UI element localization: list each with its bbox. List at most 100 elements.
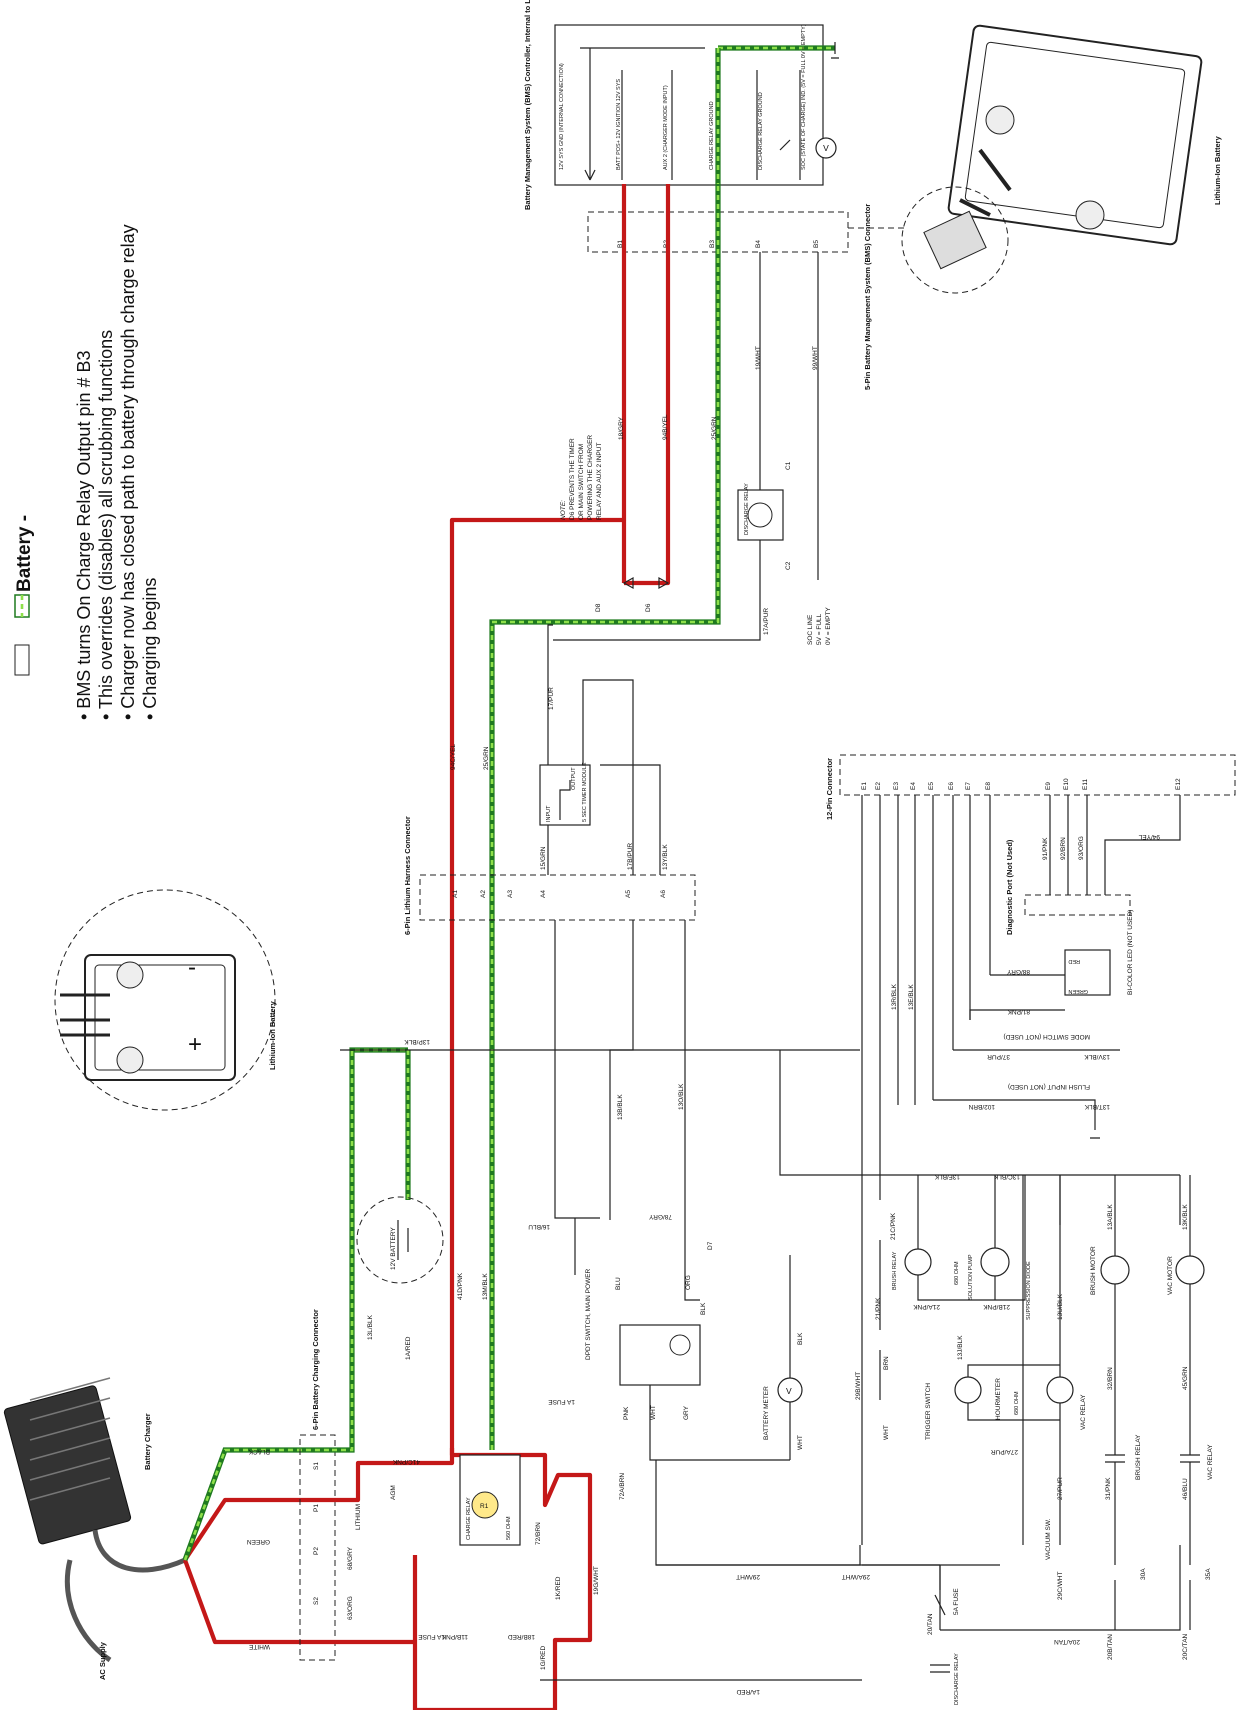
svg-text:91/PNK: 91/PNK bbox=[1042, 837, 1049, 860]
svg-text:1A/RED: 1A/RED bbox=[405, 1336, 412, 1360]
svg-text:11B/PNK: 11B/PNK bbox=[441, 1633, 468, 1640]
svg-text:S1: S1 bbox=[313, 1462, 320, 1470]
legend-battery-neg-label: Battery - bbox=[14, 515, 35, 592]
svg-text:19G/WHT: 19G/WHT bbox=[593, 1566, 600, 1595]
vac-relay-coil-icon bbox=[1046, 1376, 1074, 1404]
svg-text:21C/PNK: 21C/PNK bbox=[890, 1212, 897, 1240]
svg-text:5V = FULL: 5V = FULL bbox=[816, 613, 823, 645]
diagnostic-port bbox=[1024, 894, 1131, 916]
svg-text:DPDT SWITCH, MAIN POWER: DPDT SWITCH, MAIN POWER bbox=[585, 1268, 592, 1360]
svg-text:AGM: AGM bbox=[390, 1485, 397, 1500]
svg-text:78/GRY: 78/GRY bbox=[648, 1213, 672, 1220]
svg-text:BATT POS+ 12V IGNITION 12V SYS: BATT POS+ 12V IGNITION 12V SYS bbox=[616, 79, 622, 170]
svg-text:D6 PREVENTS THE TIMER: D6 PREVENTS THE TIMER bbox=[569, 438, 576, 520]
timer-module bbox=[539, 764, 591, 826]
svg-text:INPUT: INPUT bbox=[546, 805, 552, 822]
12pin-connector-title: 12-Pin Connector bbox=[825, 758, 834, 820]
svg-text:SUPPRESSION DIODE: SUPPRESSION DIODE bbox=[1026, 1261, 1032, 1320]
svg-text:SOLUTION PUMP: SOLUTION PUMP bbox=[968, 1254, 974, 1300]
svg-text:C1: C1 bbox=[785, 461, 792, 470]
12pin-connector bbox=[839, 754, 1236, 796]
svg-text:35A: 35A bbox=[1205, 1568, 1212, 1580]
svg-text:FLUSH INPUT (NOT USED): FLUSH INPUT (NOT USED) bbox=[1008, 1083, 1090, 1090]
svg-text:13T/BLK: 13T/BLK bbox=[1084, 1103, 1110, 1110]
svg-text:AUX 2 (CHARGER MODE INPUT): AUX 2 (CHARGER MODE INPUT) bbox=[663, 85, 669, 170]
svg-text:DISCHARGE RELAY GROUND: DISCHARGE RELAY GROUND bbox=[758, 92, 764, 170]
soc-voltmeter-icon bbox=[815, 137, 837, 159]
svg-text:B3: B3 bbox=[709, 240, 716, 248]
svg-text:BRUSH RELAY: BRUSH RELAY bbox=[1135, 1434, 1142, 1480]
svg-text:0V = EMPTY: 0V = EMPTY bbox=[825, 607, 832, 645]
svg-text:29/WHT: 29/WHT bbox=[736, 1573, 760, 1580]
charging-connector-title: 6-Pin Battery Charging Connector bbox=[311, 1309, 320, 1430]
lithium-battery-detail bbox=[54, 889, 276, 1111]
svg-text:BLU: BLU bbox=[615, 1277, 622, 1290]
lithium-battery-right-icon bbox=[947, 24, 1203, 246]
solution-pump-icon bbox=[980, 1247, 1010, 1277]
svg-text:20B/TAN: 20B/TAN bbox=[1107, 1634, 1114, 1660]
lithium-battery-right-label: Lithium-Ion Battery bbox=[1213, 135, 1222, 205]
svg-text:1A/RED: 1A/RED bbox=[736, 1688, 760, 1695]
svg-text:E7: E7 bbox=[965, 782, 972, 790]
bms-controller-title: Battery Management System (BMS) Controll… bbox=[523, 0, 532, 210]
svg-text:94C/YEL: 94C/YEL bbox=[450, 744, 457, 770]
svg-text:BRUSH MOTOR: BRUSH MOTOR bbox=[1090, 1246, 1097, 1295]
d6-note: NOTE: D6 PREVENTS THE TIMER OR MAIN SWIT… bbox=[560, 435, 603, 520]
hourmeter-icon bbox=[954, 1376, 982, 1404]
bms-controller-box bbox=[554, 24, 824, 186]
svg-text:81/PNK: 81/PNK bbox=[1007, 1008, 1030, 1015]
svg-text:BATTERY METER: BATTERY METER bbox=[763, 1386, 770, 1440]
lithium-battery-top-icon: + - bbox=[60, 954, 236, 1081]
svg-text:13P/BLK: 13P/BLK bbox=[404, 1038, 430, 1045]
svg-text:D7: D7 bbox=[707, 1241, 714, 1250]
harness-connector bbox=[419, 874, 696, 921]
svg-text:88/GRY: 88/GRY bbox=[1006, 968, 1030, 975]
svg-text:1A FUSE: 1A FUSE bbox=[418, 1633, 445, 1640]
svg-text:18B/RED: 18B/RED bbox=[508, 1633, 535, 1640]
ac-supply-label: AC Supply bbox=[98, 1641, 107, 1680]
svg-text:25/GRN: 25/GRN bbox=[483, 746, 490, 770]
12v-battery-label: 12V BATTERY bbox=[390, 1227, 397, 1270]
svg-text:18/GRY: 18/GRY bbox=[618, 416, 625, 440]
svg-text:A5: A5 bbox=[625, 890, 632, 898]
svg-text:E11: E11 bbox=[1082, 779, 1089, 790]
svg-text:20C/TAN: 20C/TAN bbox=[1182, 1633, 1189, 1660]
svg-text:• BMS turns On Charge Relay Ou: • BMS turns On Charge Relay Output pin #… bbox=[74, 351, 94, 721]
svg-text:WHT: WHT bbox=[650, 1405, 657, 1420]
svg-text:BI-COLOR LED (NOT USED): BI-COLOR LED (NOT USED) bbox=[1127, 910, 1134, 995]
svg-text:17/PUR: 17/PUR bbox=[548, 687, 555, 710]
svg-text:• This overrides (disables) al: • This overrides (disables) all scrubbin… bbox=[96, 330, 116, 720]
bms-connector-title: 5-Pin Battery Management System (BMS) Co… bbox=[863, 204, 872, 390]
svg-text:B4: B4 bbox=[755, 240, 762, 248]
svg-text:19/WHT: 19/WHT bbox=[755, 346, 762, 370]
svg-text:29A/WHT: 29A/WHT bbox=[842, 1573, 870, 1580]
svg-text:99/WHT: 99/WHT bbox=[812, 346, 819, 370]
svg-text:BRN: BRN bbox=[883, 1356, 890, 1370]
svg-text:B1: B1 bbox=[617, 240, 624, 248]
svg-text:B5: B5 bbox=[813, 240, 820, 248]
svg-text:72A/BRN: 72A/BRN bbox=[619, 1473, 626, 1500]
svg-text:DISCHARGE RELAY: DISCHARGE RELAY bbox=[954, 1653, 960, 1705]
svg-text:72/BRN: 72/BRN bbox=[535, 1522, 542, 1545]
svg-text:1A FUSE: 1A FUSE bbox=[548, 1398, 575, 1405]
svg-text:GRY: GRY bbox=[683, 1405, 690, 1420]
svg-text:TRIGGER SWITCH: TRIGGER SWITCH bbox=[925, 1383, 932, 1440]
svg-text:41D/PNK: 41D/PNK bbox=[457, 1272, 464, 1300]
svg-text:13L/BLK: 13L/BLK bbox=[367, 1314, 374, 1340]
svg-text:OUTPUT: OUTPUT bbox=[571, 767, 577, 790]
svg-text:-: - bbox=[188, 954, 196, 981]
vac-motor-icon bbox=[1175, 1255, 1205, 1285]
svg-text:1G/RED: 1G/RED bbox=[540, 1645, 547, 1670]
svg-text:WHITE: WHITE bbox=[248, 1643, 270, 1650]
svg-text:PNK: PNK bbox=[623, 1406, 630, 1420]
dpdt-switch bbox=[619, 1324, 701, 1386]
svg-text:A1: A1 bbox=[452, 890, 459, 898]
svg-text:WHT: WHT bbox=[883, 1425, 890, 1440]
brush-relay-coil-icon bbox=[904, 1248, 932, 1276]
svg-text:13C/BLK: 13C/BLK bbox=[993, 1173, 1020, 1180]
svg-text:VAC RELAY: VAC RELAY bbox=[1207, 1444, 1214, 1480]
battery-charger-label: Battery Charger bbox=[143, 1413, 152, 1470]
svg-text:13A/BLK: 13A/BLK bbox=[1107, 1204, 1114, 1230]
svg-text:680 OHM: 680 OHM bbox=[1014, 1391, 1020, 1415]
